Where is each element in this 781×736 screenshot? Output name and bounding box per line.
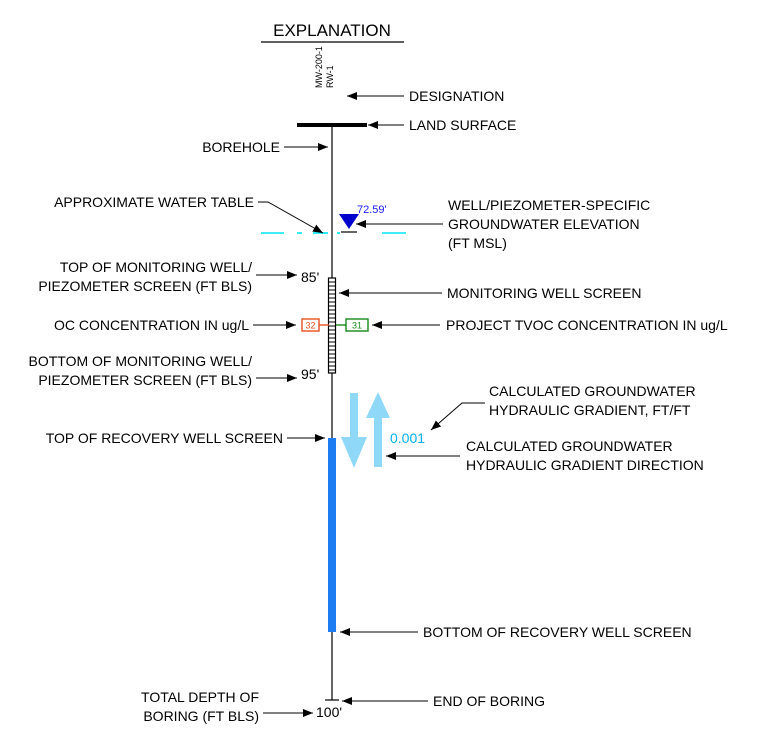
end-of-boring-label: END OF BORING bbox=[433, 693, 545, 709]
tvoc-right-label: PROJECT TVOC CONCENTRATION IN ug/L bbox=[446, 317, 728, 333]
gradient-direction-label-line-1: CALCULATED GROUNDWATER bbox=[466, 438, 673, 454]
bottom-recovery-screen-label: BOTTOM OF RECOVERY WELL SCREEN bbox=[423, 624, 692, 640]
elevation-label-line-3: (FT MSL) bbox=[448, 235, 507, 251]
gradient-direction-label-line-2: HYDRAULIC GRADIENT DIRECTION bbox=[466, 457, 704, 473]
top-screen-label-line-1: TOP OF MONITORING WELL/ bbox=[60, 259, 252, 275]
gradient-value: 0.001 bbox=[390, 430, 425, 446]
bottom-screen-label-line-1: BOTTOM OF MONITORING WELL/ bbox=[29, 353, 253, 369]
monitoring-well-screen bbox=[327, 277, 337, 374]
groundwater-elevation-value: 72.59' bbox=[357, 204, 387, 216]
elevation-label-line-2: GROUNDWATER ELEVATION bbox=[448, 216, 640, 232]
top-screen-depth: 85' bbox=[301, 269, 319, 285]
borehole-label: BOREHOLE bbox=[202, 139, 280, 155]
tvoc-right-box bbox=[345, 318, 369, 332]
land-surface-label: LAND SURFACE bbox=[409, 117, 516, 133]
top-recovery-screen-label: TOP OF RECOVERY WELL SCREEN bbox=[46, 430, 283, 446]
total-depth-label-line-1: TOTAL DEPTH OF bbox=[141, 689, 259, 705]
recovery-well-screen bbox=[328, 438, 336, 632]
monitoring-well-screen-label: MONITORING WELL SCREEN bbox=[447, 285, 641, 301]
water-level-triangle-icon bbox=[339, 214, 359, 229]
water-table-label: APPROXIMATE WATER TABLE bbox=[54, 194, 254, 210]
water-table-leader bbox=[258, 201, 324, 234]
designation-label: DESIGNATION bbox=[409, 88, 504, 104]
elevation-label-line-1: WELL/PIEZOMETER-SPECIFIC bbox=[448, 197, 650, 213]
total-depth-label-line-2: BORING (FT BLS) bbox=[143, 708, 259, 724]
top-screen-label-line-2: PIEZOMETER SCREEN (FT BLS) bbox=[38, 278, 252, 294]
total-depth-value: 100' bbox=[316, 704, 342, 720]
well-id-1: MW-200-1 bbox=[314, 46, 324, 88]
explanation-title: EXPLANATION bbox=[273, 21, 391, 40]
bottom-screen-label-line-2: PIEZOMETER SCREEN (FT BLS) bbox=[38, 372, 252, 388]
tvoc-left-label: OC CONCENTRATION IN ug/L bbox=[54, 317, 249, 333]
well-id-2: RW-1 bbox=[325, 65, 335, 88]
gradient-value-label-line-1: CALCULATED GROUNDWATER bbox=[489, 383, 696, 399]
tvoc-right-value: 31 bbox=[352, 321, 362, 331]
tvoc-left-value: 32 bbox=[305, 321, 315, 331]
gradient-up-arrow-icon bbox=[366, 392, 390, 467]
gradient-value-leader bbox=[430, 402, 485, 431]
gradient-value-label-line-2: HYDRAULIC GRADIENT, FT/FT bbox=[489, 402, 691, 418]
bottom-screen-depth: 95' bbox=[301, 366, 319, 382]
gradient-down-arrow-icon bbox=[341, 393, 367, 468]
